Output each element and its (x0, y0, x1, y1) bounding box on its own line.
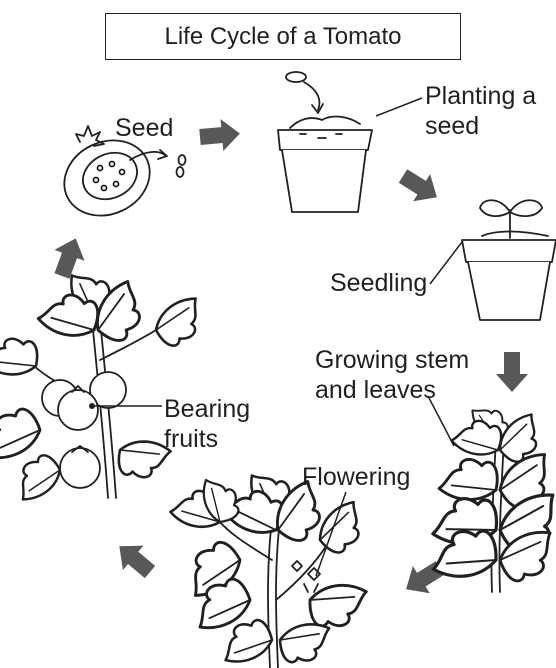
seedling-pot-illustration (462, 200, 556, 320)
label-seed: Seed (115, 113, 173, 143)
fruit-bearing-plant-illustration (0, 269, 208, 502)
label-seed-text: Seed (115, 113, 173, 143)
label-bearing-line2: fruits (164, 424, 250, 454)
label-planting-a-seed: Planting a seed (425, 81, 536, 141)
diagram-title: Life Cycle of a Tomato (105, 13, 461, 60)
label-planting-line1: Planting a (425, 81, 536, 111)
leader-line-planting (376, 98, 422, 116)
label-flowering: Flowering (302, 462, 410, 492)
arrow-seedling-to-growing (496, 352, 528, 392)
leader-line-seedling (430, 242, 462, 284)
leader-dot-bearing (89, 403, 95, 409)
label-seedling: Seedling (330, 268, 427, 298)
label-bearing-line1: Bearing (164, 394, 250, 424)
arrow-bearing-to-seed (47, 233, 91, 282)
arrow-flowering-to-bearing (109, 534, 160, 584)
growing-stem-illustration (432, 401, 556, 592)
label-growing-line2: and leaves (315, 375, 469, 405)
label-flowering-text: Flowering (302, 462, 410, 492)
label-bearing-fruits: Bearing fruits (164, 394, 250, 454)
label-planting-line2: seed (425, 111, 536, 141)
diagram-title-text: Life Cycle of a Tomato (164, 23, 401, 51)
arrow-seed-to-planting (199, 118, 242, 153)
label-seedling-text: Seedling (330, 268, 427, 298)
label-growing-stem-and-leaves: Growing stem and leaves (315, 345, 469, 405)
label-growing-line1: Growing stem (315, 345, 469, 375)
pot-with-seed-illustration (278, 72, 372, 212)
flowering-plant-illustration (169, 469, 372, 668)
arrow-planting-to-seedling (395, 162, 446, 210)
